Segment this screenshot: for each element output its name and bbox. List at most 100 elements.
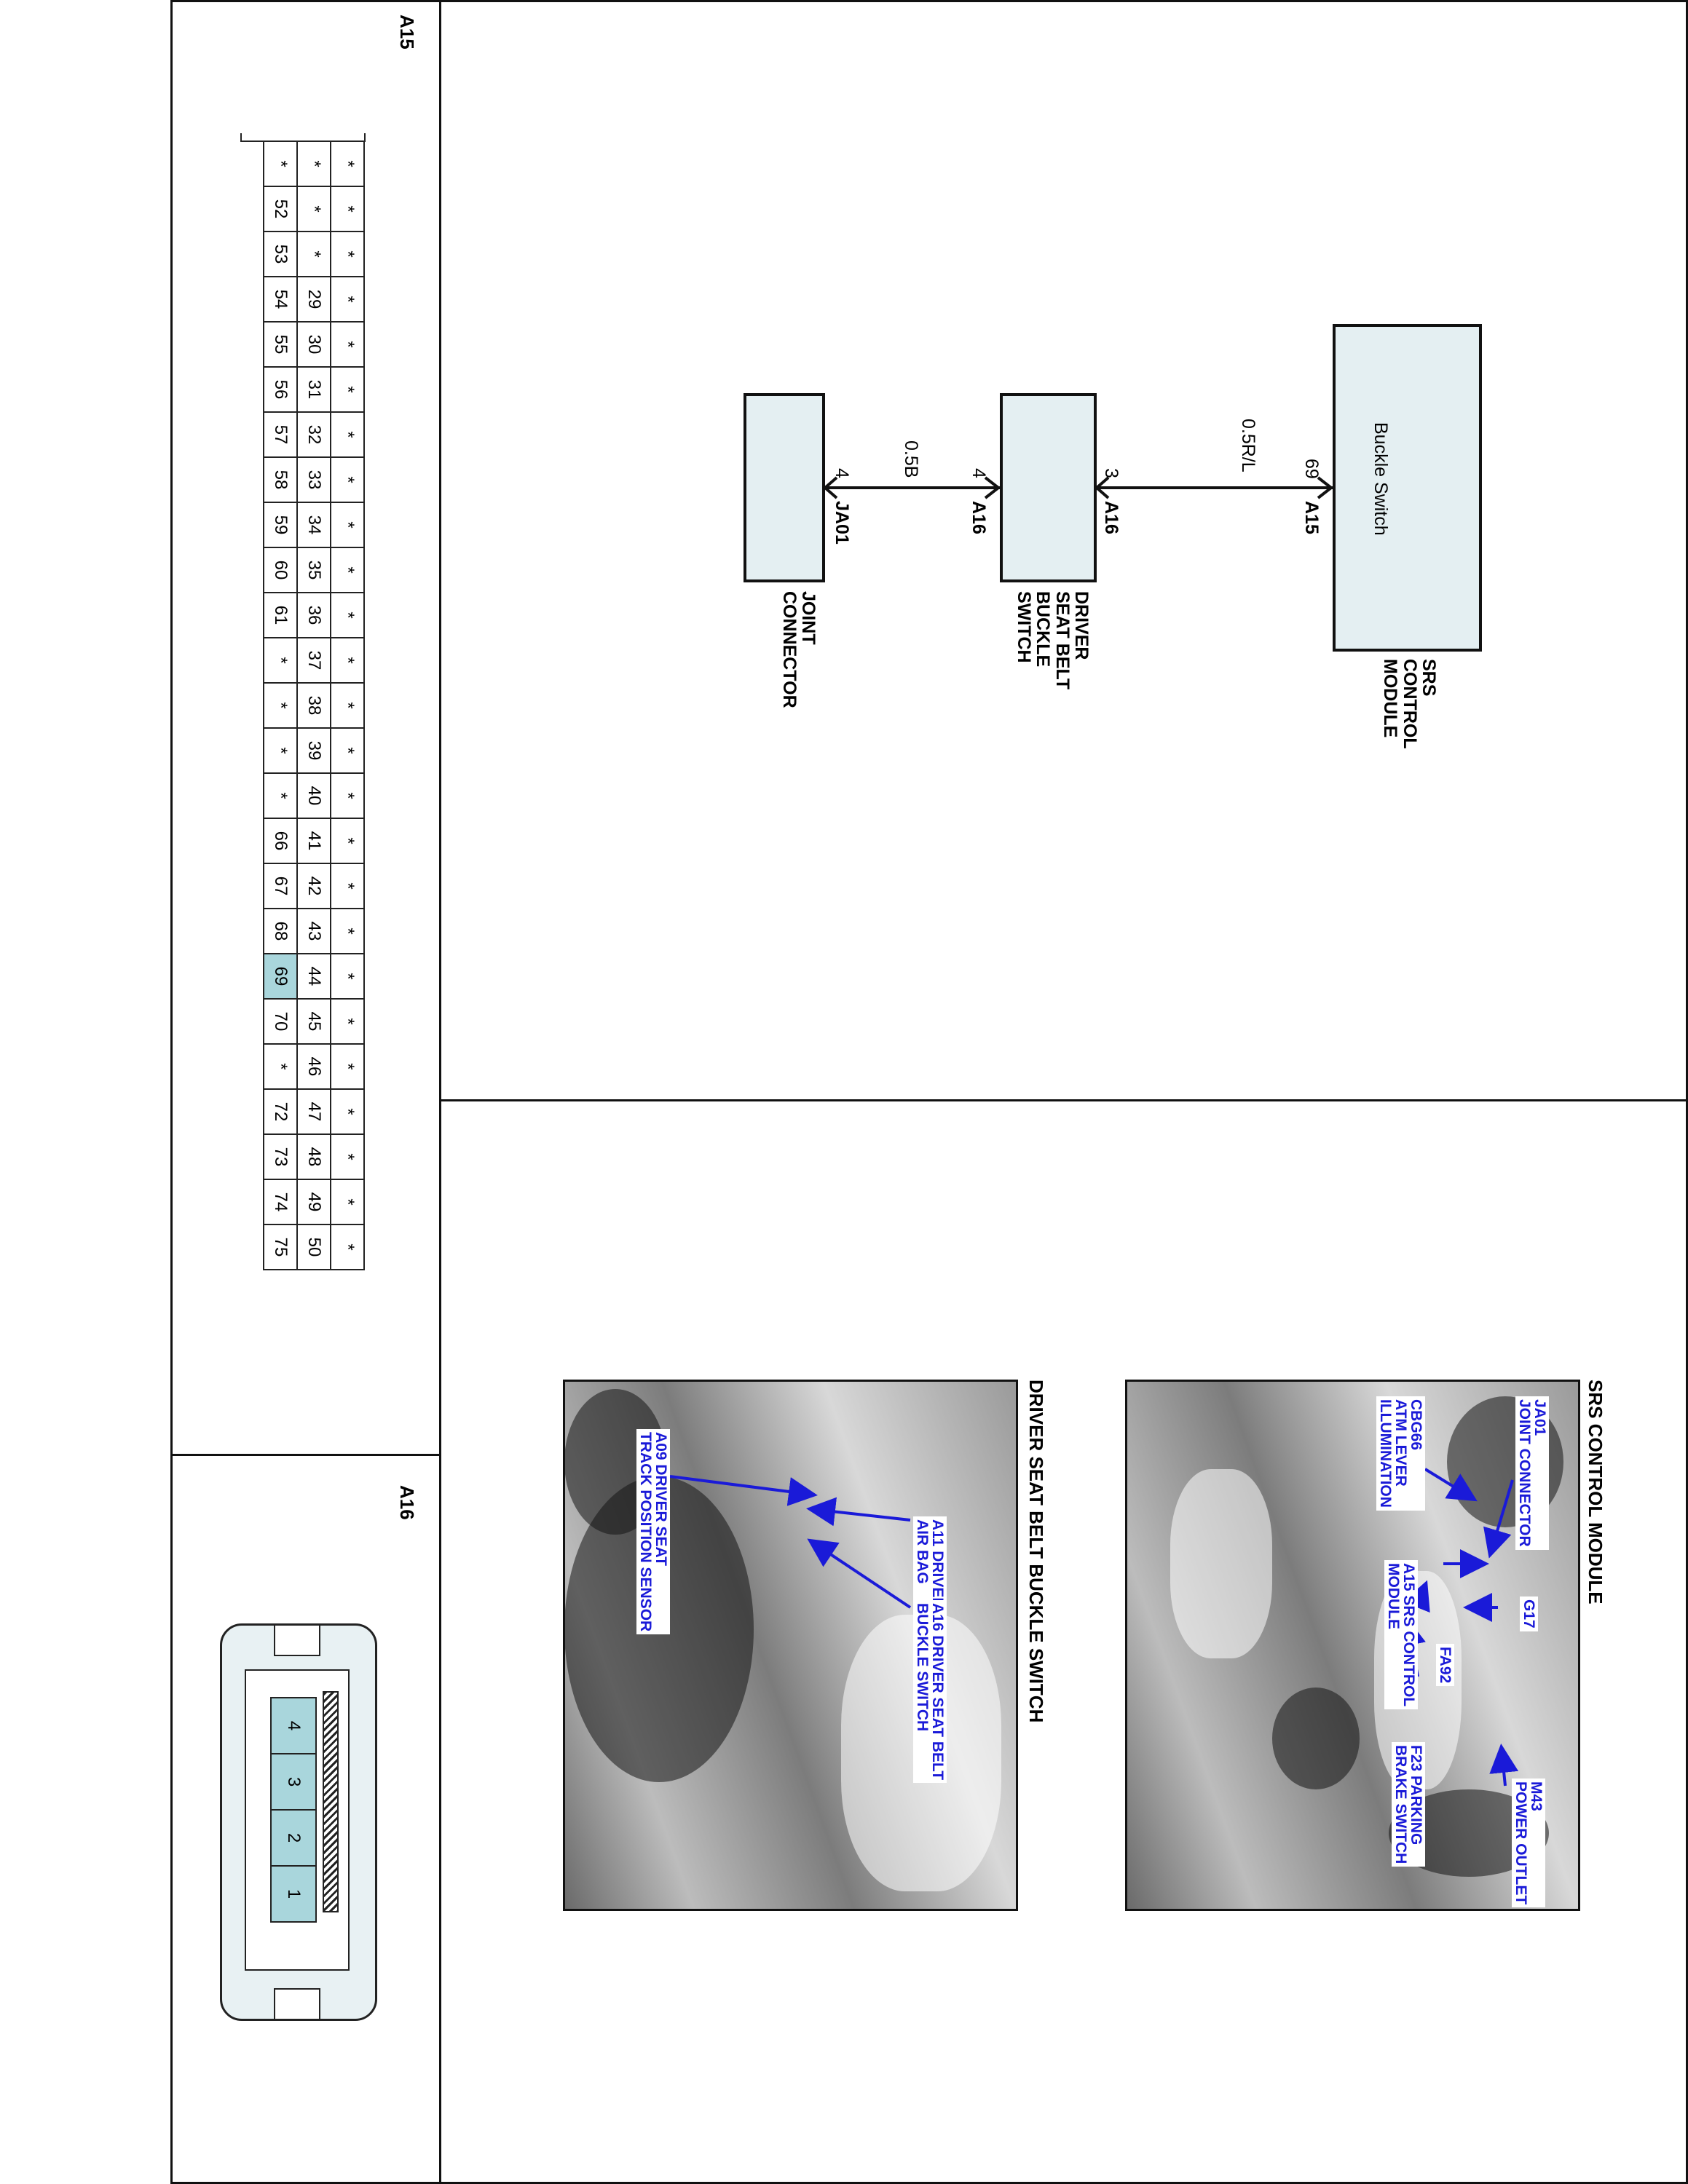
a15-pin-cell: 60 bbox=[264, 547, 297, 593]
a15-pin-cell: * bbox=[331, 547, 364, 593]
driver-seat-belt-buckle-photo: A11 DRIVER SIDE AIR BAG A09 DRIVER SEAT … bbox=[563, 1380, 1018, 1911]
callout-a15: A15 SRS CONTROL MODULE bbox=[1384, 1560, 1418, 1710]
connector-symbols bbox=[822, 476, 1334, 499]
a15-pin-cell: 46 bbox=[297, 1044, 331, 1089]
a15-pin-cell: * bbox=[331, 412, 364, 457]
a15-pin-cell: * bbox=[331, 1089, 364, 1134]
a15-pin-cell: * bbox=[264, 683, 297, 728]
divider-left-column bbox=[439, 0, 441, 2184]
arrow-a15 bbox=[1403, 1580, 1430, 1613]
pin-a15-69: 69 bbox=[1301, 459, 1322, 479]
a15-pin-cell: 54 bbox=[264, 277, 297, 322]
a16-pin-cell: 1 bbox=[270, 1865, 317, 1923]
a15-pin-cell: 38 bbox=[297, 683, 331, 728]
connector-a16-out-label: A16 bbox=[969, 501, 989, 534]
a15-pin-cell: 43 bbox=[297, 909, 331, 954]
a15-pin-cell: * bbox=[331, 909, 364, 954]
a15-pin-cell: * bbox=[331, 141, 364, 186]
a15-pin-cell: 59 bbox=[264, 502, 297, 547]
connector-a16-in-label: A16 bbox=[1101, 501, 1121, 534]
a15-pin-cell: 40 bbox=[297, 773, 331, 818]
connector-mark-a16-in bbox=[1094, 476, 1110, 499]
arrow-a09 bbox=[669, 1475, 818, 1506]
a15-pin-cell: 47 bbox=[297, 1089, 331, 1134]
a15-pin-cell: 67 bbox=[264, 863, 297, 909]
a15-pin-cell: * bbox=[331, 683, 364, 728]
a15-title: A15 bbox=[396, 15, 418, 50]
a15-pin-cell: * bbox=[297, 141, 331, 186]
wire1-color: 0.5R/L bbox=[1238, 419, 1258, 472]
a15-pin-cell: 32 bbox=[297, 412, 331, 457]
a15-pin-cell: * bbox=[264, 1044, 297, 1089]
a15-pin-cell: 30 bbox=[297, 322, 331, 367]
a15-pin-cell: * bbox=[331, 999, 364, 1044]
a15-pin-cell: * bbox=[331, 954, 364, 999]
a15-pin-cell: 56 bbox=[264, 367, 297, 412]
a15-pin-cell: 41 bbox=[297, 818, 331, 863]
a15-pin-cell: * bbox=[331, 773, 364, 818]
a15-pin-cell: * bbox=[331, 232, 364, 277]
a15-pin-cell: 57 bbox=[264, 412, 297, 457]
callout-ja01: JA01 JOINT CONNECTOR bbox=[1515, 1396, 1549, 1550]
a15-pin-cell: 52 bbox=[264, 186, 297, 232]
page-border bbox=[170, 0, 1688, 2184]
arrow-m43 bbox=[1489, 1744, 1519, 1787]
callout-fa92: FA92 bbox=[1436, 1644, 1454, 1687]
a15-pin-cell: * bbox=[297, 232, 331, 277]
srs-photo-title: SRS CONTROL MODULE bbox=[1585, 1380, 1606, 1605]
a15-pin-cell: 73 bbox=[264, 1134, 297, 1179]
srs-control-module-photo: JA01 JOINT CONNECTOR CBG66 ATM LEVER ILL… bbox=[1125, 1380, 1580, 1911]
buckle-photo-title: DRIVER SEAT BELT BUCKLE SWITCH bbox=[1025, 1380, 1047, 1723]
callout-a09: A09 DRIVER SEAT TRACK POSITION SENSOR bbox=[636, 1429, 670, 1635]
a15-pin-cell: * bbox=[264, 728, 297, 773]
arrow-cbg66 bbox=[1424, 1468, 1478, 1502]
a15-pin-cell: 39 bbox=[297, 728, 331, 773]
a15-pin-cell: 33 bbox=[297, 457, 331, 502]
callout-m43: M43 POWER OUTLET bbox=[1512, 1779, 1545, 1908]
connector-ja01-label: JA01 bbox=[832, 501, 852, 545]
a15-pin-cell: * bbox=[297, 186, 331, 232]
a15-pin-cell: * bbox=[331, 1224, 364, 1270]
a15-pin-cell: * bbox=[331, 1134, 364, 1179]
a16-title: A16 bbox=[396, 1485, 418, 1520]
connector-mark-ja01 bbox=[822, 476, 838, 499]
a15-pin-cell: 42 bbox=[297, 863, 331, 909]
a16-latch-left bbox=[274, 1624, 320, 1656]
a15-pin-cell: * bbox=[331, 367, 364, 412]
a15-pin-cell: 49 bbox=[297, 1179, 331, 1224]
a15-pin-cell: 37 bbox=[297, 638, 331, 683]
callout-g17: G17 bbox=[1520, 1597, 1538, 1631]
wire2-color: 0.5B bbox=[901, 440, 921, 478]
a15-pin-cell: 72 bbox=[264, 1089, 297, 1134]
a15-pin-cell: 50 bbox=[297, 1224, 331, 1270]
a16-pin-cell: 3 bbox=[270, 1753, 317, 1811]
a15-pin-cell: 29 bbox=[297, 277, 331, 322]
a15-pin-cell: 58 bbox=[264, 457, 297, 502]
a15-pin-cell: * bbox=[331, 457, 364, 502]
buckle-callout-arrows bbox=[669, 1475, 912, 1609]
a15-pin-cell: 66 bbox=[264, 818, 297, 863]
a15-pin-cell: 48 bbox=[297, 1134, 331, 1179]
arrow-a11 bbox=[806, 1497, 911, 1527]
a15-pin-cell: 70 bbox=[264, 999, 297, 1044]
a15-pin-cell: 68 bbox=[264, 909, 297, 954]
arrow-ja01 bbox=[1483, 1479, 1514, 1559]
divider-mid-right bbox=[441, 1099, 1688, 1101]
a15-pin-cell: * bbox=[331, 277, 364, 322]
a15-pin-cell: 36 bbox=[297, 593, 331, 638]
a15-pin-cell: 31 bbox=[297, 367, 331, 412]
a16-hatched-area bbox=[323, 1691, 339, 1912]
a15-pin-cell: 53 bbox=[264, 232, 297, 277]
connector-a15-label: A15 bbox=[1301, 501, 1322, 534]
callout-f23: F23 PARKING BRAKE SWITCH bbox=[1392, 1742, 1425, 1867]
a15-pin-cell: * bbox=[331, 863, 364, 909]
a15-pin-row: ************************* bbox=[331, 141, 364, 1270]
a15-pin-cell: 34 bbox=[297, 502, 331, 547]
a15-pin-cell: 44 bbox=[297, 954, 331, 999]
